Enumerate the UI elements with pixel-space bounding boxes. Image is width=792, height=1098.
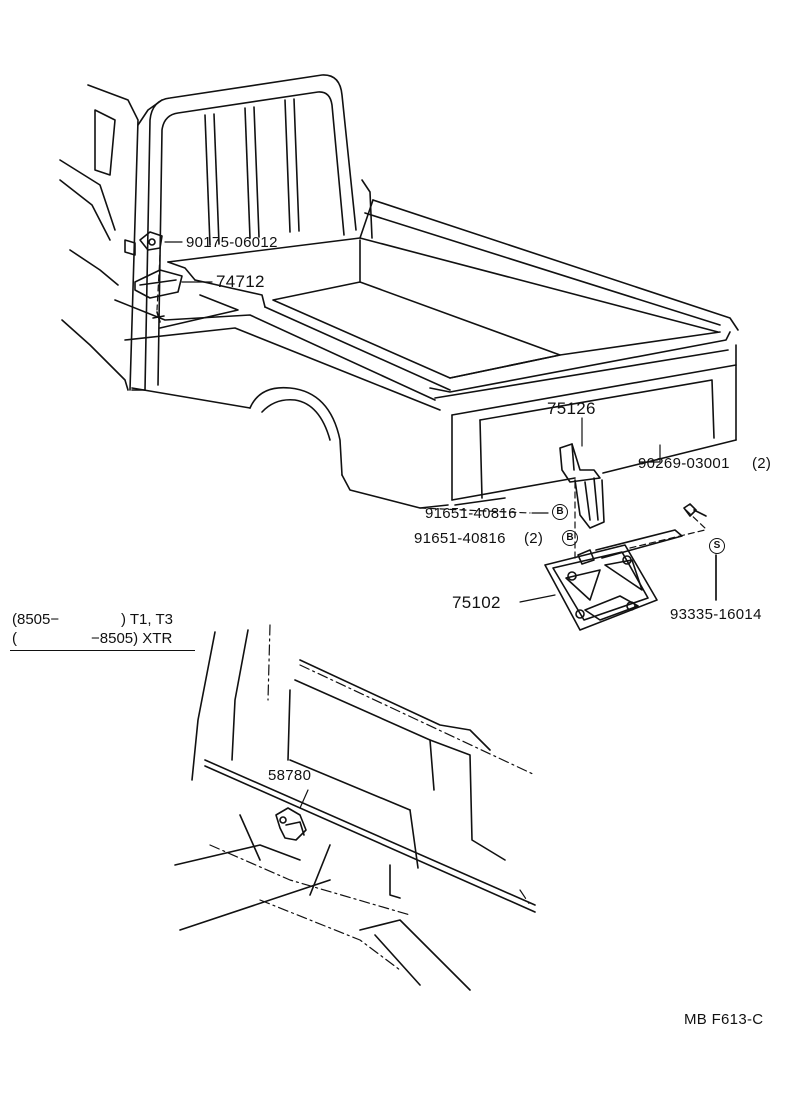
- marker-b-2: B: [562, 530, 578, 546]
- leader-lines: [164, 241, 717, 809]
- label-91651-qty: (2): [524, 530, 544, 547]
- plate-74712: [134, 269, 183, 323]
- inset-view: [174, 629, 536, 991]
- bolt-90269: [683, 503, 707, 517]
- applicability-line-1-from: (8505−: [12, 611, 60, 628]
- cab-guard: [144, 74, 373, 391]
- label-90175-06012: 90175-06012: [186, 234, 278, 251]
- bracket-75102: [544, 529, 683, 631]
- label-74712: 74712: [216, 272, 265, 291]
- applicability-line-1-to: ) T1, T3: [121, 611, 173, 628]
- drawing-code: MB F613-C: [684, 1011, 764, 1028]
- clip-90175: [124, 231, 163, 256]
- label-90269-03001: 90269-03001: [638, 455, 730, 472]
- dashed-lines: [156, 254, 706, 561]
- applicability-line-2-from: (: [12, 630, 17, 647]
- label-90269-qty: (2): [752, 455, 772, 472]
- truck-bed: [114, 199, 739, 509]
- applicability-underline: [10, 650, 195, 651]
- label-75126: 75126: [547, 399, 596, 418]
- inset-dashes: [209, 624, 536, 971]
- marker-b-1: B: [552, 504, 568, 520]
- label-75102: 75102: [452, 593, 501, 612]
- marker-s: S: [709, 538, 725, 554]
- hinge-75126: [559, 443, 605, 529]
- label-93335-16014: 93335-16014: [670, 606, 762, 623]
- applicability-line-2-to: −8505) XTR: [91, 630, 173, 647]
- label-58780: 58780: [268, 767, 312, 784]
- cab-outline: [59, 84, 163, 391]
- label-91651-40816-a: 91651-40816: [425, 505, 517, 522]
- label-91651-40816-b: 91651-40816: [414, 530, 506, 547]
